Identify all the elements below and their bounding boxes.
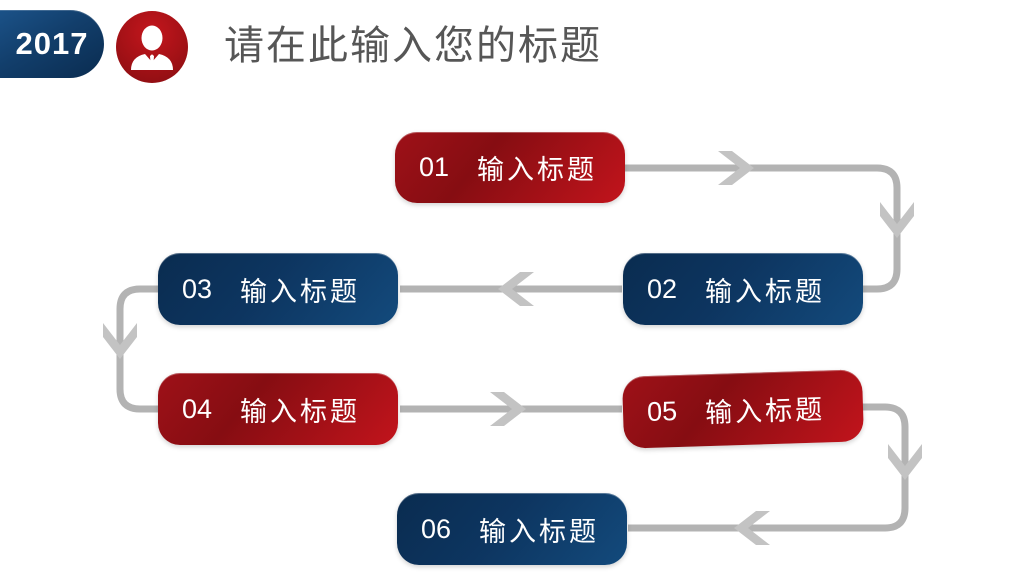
step-number: 01	[419, 152, 450, 182]
arrow-right-icon	[718, 151, 754, 185]
person-icon	[116, 11, 188, 83]
flow-step-04[interactable]: 04 输入标题	[158, 373, 398, 445]
step-number: 05	[646, 395, 678, 427]
arrow-down-icon	[888, 444, 922, 480]
flow-step-01[interactable]: 01 输入标题	[395, 132, 625, 203]
arrow-down-icon	[103, 323, 137, 359]
step-number: 03	[182, 273, 213, 304]
step-label: 输入标题	[477, 155, 598, 185]
step-label: 输入标题	[704, 393, 826, 428]
flow-step-03[interactable]: 03 输入标题	[158, 253, 398, 325]
person-icon-glyph	[131, 25, 173, 70]
step-number: 04	[182, 393, 213, 424]
step-number: 06	[421, 513, 452, 544]
step-label: 输入标题	[479, 516, 600, 547]
step-label: 输入标题	[240, 396, 361, 427]
step-number: 02	[647, 273, 678, 304]
step-label: 输入标题	[240, 276, 361, 307]
arrow-right-icon	[490, 392, 526, 426]
flow-step-05[interactable]: 05 输入标题	[621, 369, 865, 449]
slide-title-placeholder[interactable]: 请在此输入您的标题	[224, 24, 602, 68]
flow-step-06[interactable]: 06 输入标题	[397, 493, 627, 565]
year-badge: 2017	[0, 10, 104, 78]
arrow-left-icon	[498, 272, 534, 306]
step-label: 输入标题	[705, 276, 826, 307]
arrow-left-icon	[734, 511, 770, 545]
arrow-down-icon	[880, 202, 914, 238]
flow-step-02[interactable]: 02 输入标题	[623, 253, 863, 325]
